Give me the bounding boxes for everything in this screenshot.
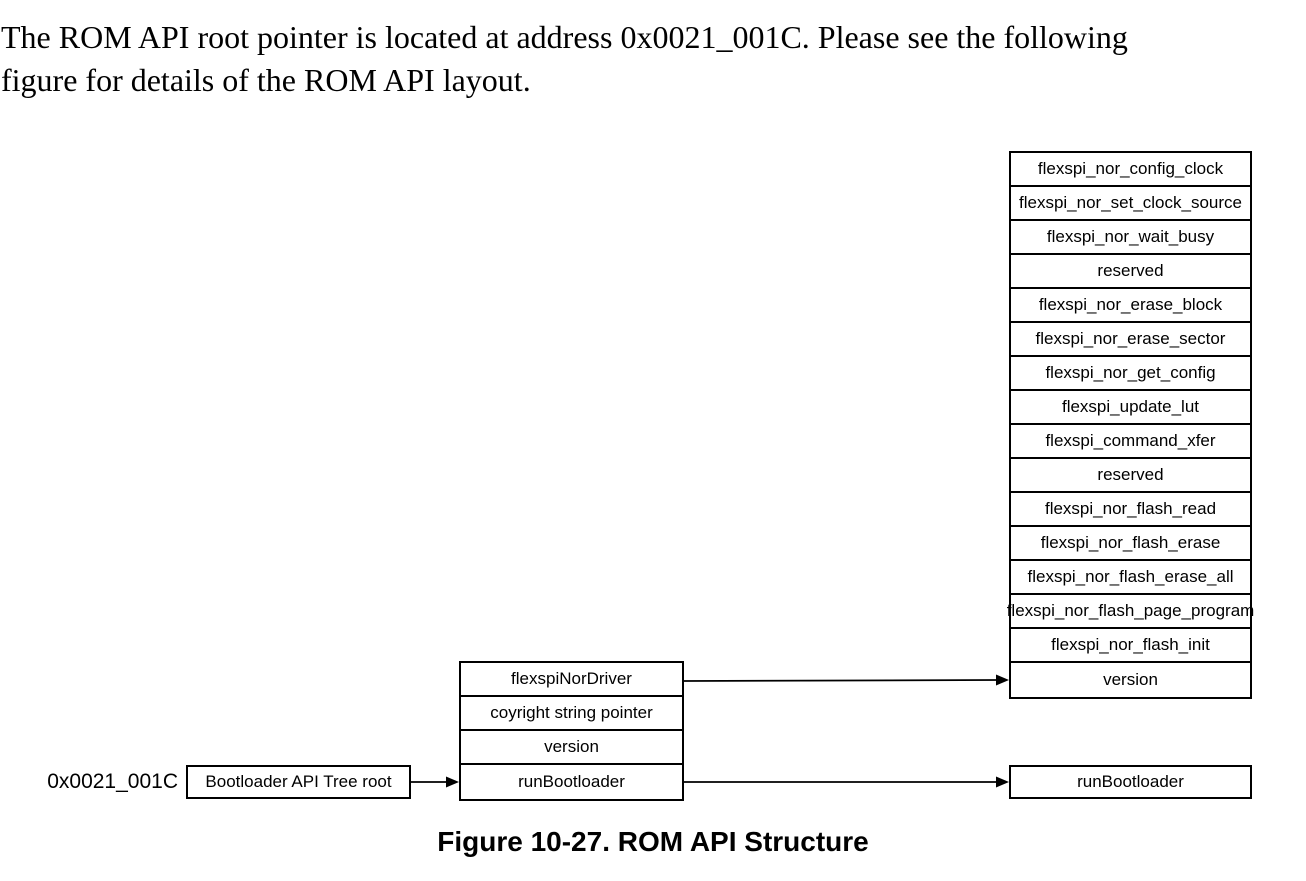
driver-function-row: reserved [1011, 459, 1250, 493]
driver-function-row: flexspi_update_lut [1011, 391, 1250, 425]
figure-caption: Figure 10-27. ROM API Structure [437, 826, 869, 857]
body-text: The ROM API root pointer is located at a… [1, 16, 1305, 102]
driver-function-row: flexspi_nor_wait_busy [1011, 221, 1250, 255]
driver-function-row: version [1103, 670, 1158, 689]
driver-function-row: flexspi_nor_flash_init [1011, 629, 1250, 663]
driver-function-row: flexspi_nor_flash_erase [1011, 527, 1250, 561]
arrow-root-to-tree [411, 776, 459, 788]
driver-function-row: reserved [1011, 255, 1250, 289]
api-tree-row: version [461, 731, 682, 765]
address-label: 0x0021_001C [47, 770, 178, 793]
root-pointer-box: Bootloader API Tree root [186, 765, 411, 799]
driver-function-row: flexspi_nor_set_clock_source [1011, 187, 1250, 221]
driver-function-row: flexspi_nor_flash_erase_all [1011, 561, 1250, 595]
driver-function-row: flexspi_nor_flash_read [1011, 493, 1250, 527]
api-tree-row: coyright string pointer [461, 697, 682, 731]
arrow-tree-to-driver-table [683, 674, 1009, 686]
api-tree-row: flexspiNorDriver [461, 663, 682, 697]
driver-function-row: flexspi_command_xfer [1011, 425, 1250, 459]
api-tree-row: runBootloader [518, 772, 625, 791]
arrow-tree-to-runbootloader [684, 776, 1009, 788]
run-bootloader-box: runBootloader [1009, 765, 1252, 799]
driver-function-row: flexspi_nor_get_config [1011, 357, 1250, 391]
body-text-line-2: figure for details of the ROM API layout… [1, 62, 531, 98]
driver-function-row: flexspi_nor_erase_block [1011, 289, 1250, 323]
driver-function-row: flexspi_nor_erase_sector [1011, 323, 1250, 357]
driver-function-row: flexspi_nor_flash_page_program [1007, 595, 1254, 629]
driver-function-row: flexspi_nor_config_clock [1011, 153, 1250, 187]
body-text-line-1: The ROM API root pointer is located at a… [1, 19, 1128, 55]
